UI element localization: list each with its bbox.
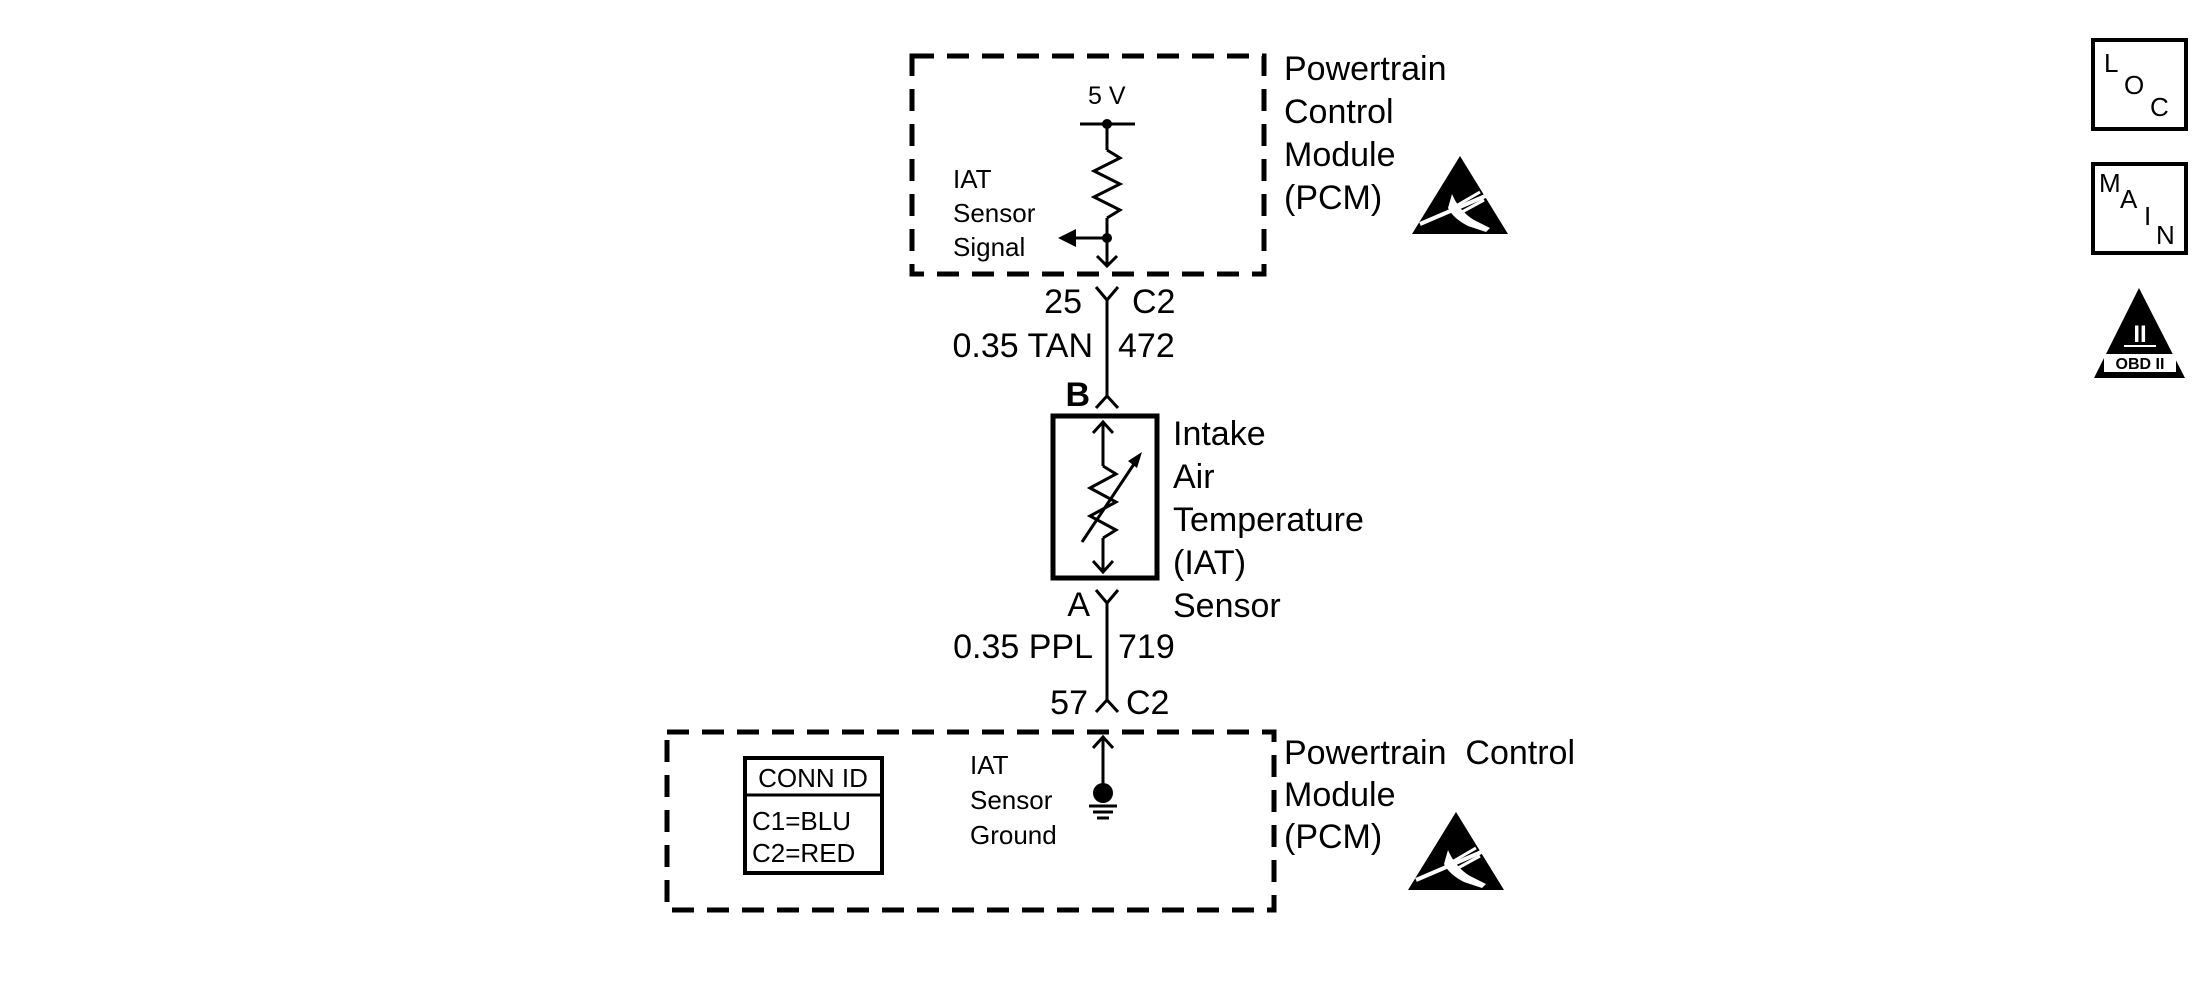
top-pcm-label-line-4: (PCM) <box>1284 179 1382 217</box>
top-pcm-label-line-3: Module <box>1284 136 1396 174</box>
lower-wire-section: A 0.35 PPL 719 57 C2 <box>953 586 1175 722</box>
bottom-pcm-label-line-2: Module <box>1284 776 1396 814</box>
loc-icon-letter-l: L <box>2104 48 2118 78</box>
top-pcm-label-line-2: Control <box>1284 93 1394 131</box>
ground-label-line-3: Ground <box>970 820 1057 850</box>
sensor-pin-a-chevron <box>1094 589 1120 606</box>
top-pin-chevron <box>1095 254 1119 269</box>
lower-pin-number: 57 <box>1050 684 1088 722</box>
bottom-esd-icon <box>1406 810 1506 892</box>
sensor-label-line-1: Intake <box>1173 415 1266 453</box>
loc-icon[interactable]: L O C <box>2091 38 2188 131</box>
obd-ii-numeral: II <box>2133 321 2146 348</box>
wire-719-circuit: 719 <box>1118 628 1175 666</box>
wire-472-gauge-color: 0.35 TAN <box>953 327 1093 365</box>
signal-label-line-2: Sensor <box>953 198 1036 228</box>
iat-sensor-body <box>1050 413 1160 581</box>
top-pcm-label-line-1: Powertrain <box>1284 50 1447 88</box>
signal-arrow-icon <box>1058 229 1076 247</box>
signal-label-line-1: IAT <box>953 164 992 194</box>
ground-label-line-1: IAT <box>970 750 1009 780</box>
signal-label-line-3: Signal <box>953 232 1025 262</box>
main-icon-letter-m: M <box>2099 168 2121 198</box>
thermistor-variable-line <box>1080 457 1140 543</box>
sensor-pin-b-label: B <box>1065 376 1090 414</box>
upper-connector-c2-symbol <box>1094 286 1120 303</box>
bottom-pcm-module: Powertrain Control Module (PCM) IAT Sens… <box>664 729 1575 913</box>
conn-id-row-1: C1=BLU <box>752 806 851 836</box>
loc-icon-letter-o: O <box>2124 70 2144 100</box>
sensor-lead-top-arrow <box>1091 419 1115 435</box>
upper-wire-section: 25 C2 0.35 TAN 472 B <box>953 283 1176 414</box>
pullup-resistor <box>1090 148 1124 220</box>
obd-ii-caption: OBD II <box>2116 356 2165 373</box>
thermistor-element <box>1086 464 1120 540</box>
bottom-pcm-label-line-1: Powertrain Control <box>1284 734 1575 772</box>
main-icon-letter-n: N <box>2156 220 2175 250</box>
thermistor-variable-arrow-icon <box>1128 452 1142 468</box>
lower-connector-c2-symbol <box>1094 697 1120 714</box>
bottom-pcm-boundary <box>664 729 1277 913</box>
bottom-pcm-label-line-3: (PCM) <box>1284 818 1382 856</box>
supply-voltage-label: 5 V <box>1088 82 1126 110</box>
sensor-label-line-4: (IAT) <box>1173 544 1246 582</box>
sensor-label-line-5: Sensor <box>1173 587 1281 625</box>
sensor-label-line-3: Temperature <box>1173 501 1364 539</box>
top-pcm-boundary <box>909 53 1267 277</box>
sensor-lead-bottom-arrow <box>1091 559 1115 575</box>
loc-icon-letter-c: C <box>2150 92 2169 122</box>
ground-label-line-2: Sensor <box>970 785 1053 815</box>
top-pcm-module: Powertrain Control Module (PCM) 5 V IAT … <box>909 50 1510 277</box>
main-icon-letter-a: A <box>2120 184 2138 214</box>
top-esd-icon <box>1410 154 1510 236</box>
sensor-pin-b-chevron <box>1094 393 1120 410</box>
wire-472-circuit: 472 <box>1118 327 1175 365</box>
upper-pin-number: 25 <box>1044 283 1082 321</box>
sensor-pin-a-label: A <box>1067 586 1090 624</box>
ground-node <box>1093 783 1113 803</box>
wire-719-gauge-color: 0.35 PPL <box>953 628 1093 666</box>
conn-id-table: CONN ID C1=BLU C2=RED <box>743 756 884 875</box>
conn-id-header: CONN ID <box>758 763 868 793</box>
main-icon[interactable]: M A I N <box>2091 162 2188 255</box>
obd-ii-icon[interactable]: II OBD II <box>2094 288 2185 378</box>
conn-id-row-2: C2=RED <box>752 838 855 868</box>
lower-connector-id: C2 <box>1126 684 1169 722</box>
upper-connector-id: C2 <box>1132 283 1175 321</box>
sensor-label-line-2: Air <box>1173 458 1215 496</box>
main-icon-letter-i: I <box>2144 201 2151 231</box>
iat-sensor: Intake Air Temperature (IAT) Sensor <box>1050 413 1364 625</box>
